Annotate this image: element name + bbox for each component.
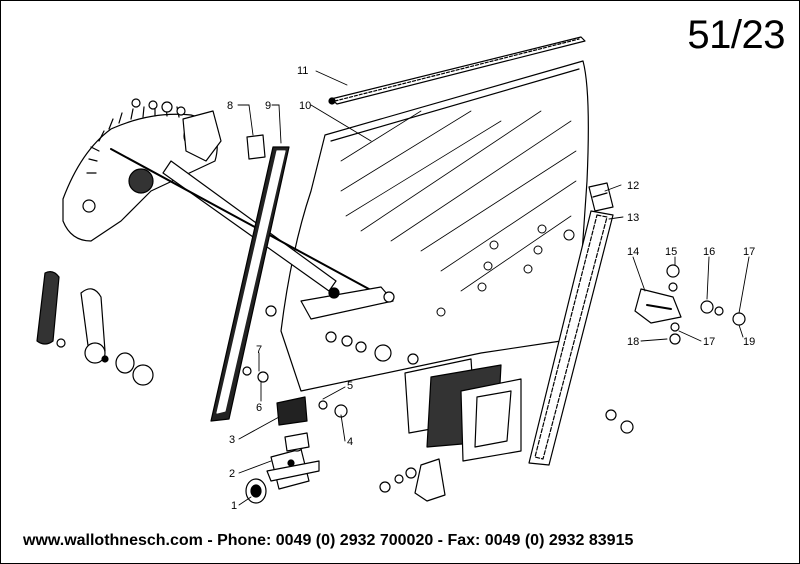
callout-labels: 11 8 9 10 12 13 14 15 16 17 17 18 19 7 6… [227, 65, 755, 512]
page-number: 51/23 [687, 13, 785, 57]
callout-7: 7 [256, 344, 262, 356]
part-lift-plate [404, 358, 522, 462]
part-rear-channel [528, 182, 614, 466]
callout-12: 12 [627, 180, 639, 192]
callout-15: 15 [665, 246, 677, 258]
footer-contact: www.wallothnesch.com - Phone: 0049 (0) 2… [23, 532, 634, 549]
callout-8: 8 [227, 100, 233, 112]
callout-17-top: 17 [743, 246, 755, 258]
callout-14: 14 [627, 246, 639, 258]
part-crank-handle [36, 271, 154, 386]
callout-11: 11 [297, 65, 308, 77]
part-front-channel [210, 146, 290, 422]
callout-19: 19 [743, 336, 755, 348]
callout-17-bottom: 17 [703, 336, 715, 348]
part-bracket [266, 396, 320, 490]
callout-4: 4 [347, 436, 353, 448]
callout-18: 18 [627, 336, 639, 348]
leader-lines [237, 70, 750, 506]
callout-2: 2 [229, 468, 235, 480]
callout-3: 3 [229, 434, 235, 446]
callout-13: 13 [627, 212, 639, 224]
parts-diagram: 11 8 9 10 12 13 14 15 16 17 17 18 19 7 6… [36, 36, 755, 512]
callout-5: 5 [347, 380, 353, 392]
part-guide-bracket [634, 288, 682, 324]
part-grommet [245, 478, 267, 504]
callout-10: 10 [299, 100, 311, 112]
callout-6: 6 [256, 402, 262, 414]
part-window-regulator [62, 105, 395, 320]
part-lower-bracket [414, 458, 446, 502]
callout-9: 9 [265, 100, 271, 112]
part-window-glass [280, 60, 589, 392]
callout-16: 16 [703, 246, 715, 258]
part-top-trim-strip [328, 36, 586, 105]
callout-1: 1 [231, 500, 237, 512]
part-clip [246, 134, 266, 160]
part-fasteners [131, 98, 746, 493]
